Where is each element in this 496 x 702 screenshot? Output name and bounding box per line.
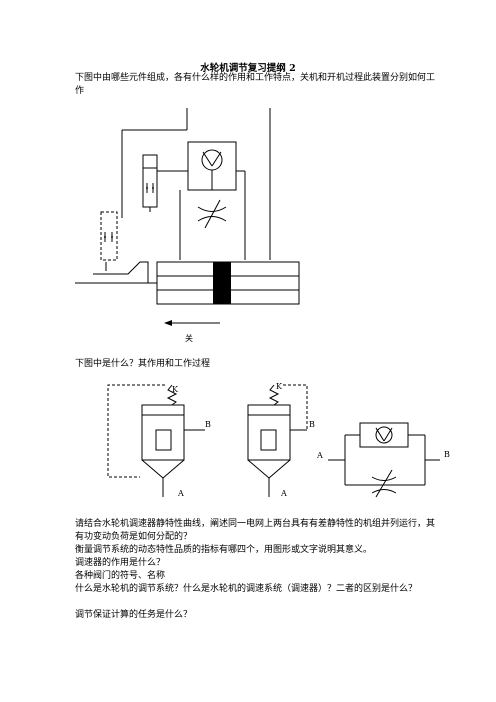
port-a-label-1: A bbox=[178, 489, 184, 498]
question-2: 下图中是什么？其作用和工作过程 bbox=[75, 359, 211, 369]
question-4: 衡量调节系统的动态特性品质的指标有哪四个，用图形或文字说明其意义。 bbox=[75, 545, 373, 555]
question-6: 各种阀门的符号、名称 bbox=[75, 571, 166, 581]
question-3: 请结合水轮机调速器静特性曲线，阐述同一电网上两台具有有差静特性的机组并列运行，其… bbox=[75, 519, 436, 542]
document-title: 水轮机调节复习提纲 2 bbox=[200, 63, 296, 74]
question-7: 什么是水轮机的调节系统？什么是水轮机的调速系统（调速器）？二者的区别是什么？ bbox=[75, 584, 418, 594]
question-5: 调速器的作用是什么？ bbox=[75, 558, 166, 568]
close-label: 关 bbox=[185, 334, 193, 343]
port-b-label-1: B bbox=[205, 420, 211, 429]
port-a-label-3: A bbox=[317, 451, 323, 460]
spring-label-2: K bbox=[276, 382, 282, 391]
port-b-label-2: B bbox=[309, 420, 315, 429]
port-a-label-2: A bbox=[281, 489, 287, 498]
spring-label-1: K bbox=[172, 385, 178, 394]
question-8: 调节保证计算的任务是什么？ bbox=[75, 610, 193, 620]
port-b-label-3: B bbox=[444, 450, 450, 459]
question-1: 下图中由哪些元件组成，各有什么样的作用和工作特点，关机和开机过程此装置分别如何工… bbox=[75, 73, 436, 96]
